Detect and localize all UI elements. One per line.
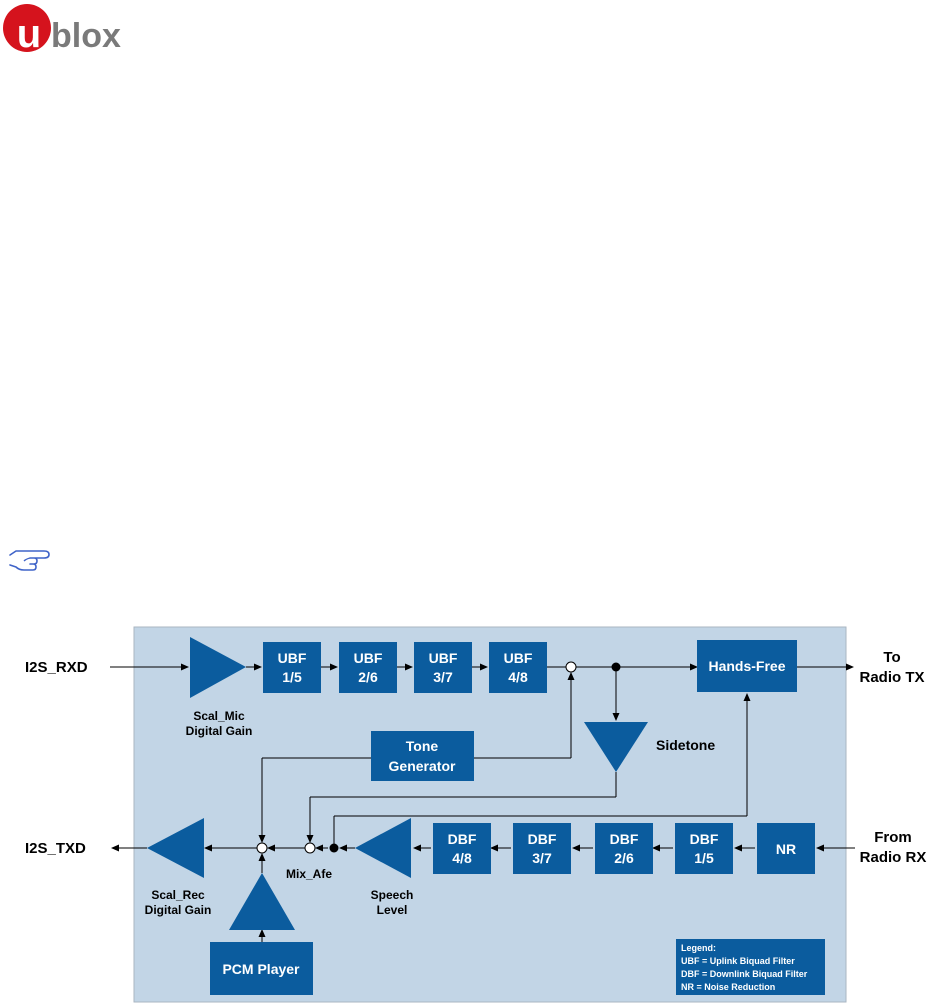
svg-text:DBF = Downlink Biquad Filter: DBF = Downlink Biquad Filter <box>681 969 808 979</box>
svg-text:PCM Player: PCM Player <box>222 961 300 977</box>
svg-text:DBF: DBF <box>448 831 477 847</box>
svg-text:3/7: 3/7 <box>532 850 552 866</box>
uplink-sum-node <box>565 661 577 673</box>
mix-afe-label: Mix_Afe <box>286 867 332 881</box>
pcm-player-block: PCM Player <box>210 942 313 995</box>
mix-afe-node <box>256 842 268 854</box>
svg-text:1/5: 1/5 <box>694 850 714 866</box>
dbf-3-block: DBF 3/7 <box>513 823 571 874</box>
ubf-2-block: UBF 2/6 <box>339 642 397 693</box>
audio-block-diagram: UBF 1/5 UBF 2/6 UBF 3/7 UBF 4/8 Hands-Fr… <box>25 626 927 1003</box>
i2s-rxd-label: I2S_RXD <box>25 659 88 676</box>
downlink-tap-node <box>329 843 339 853</box>
svg-text:Legend:: Legend: <box>681 943 716 953</box>
scal-mic-amplifier <box>190 637 246 698</box>
scal-rec-amplifier <box>147 818 204 878</box>
scal-rec-label-1: Scal_Rec <box>151 888 205 902</box>
sidetone-tap-node <box>611 662 621 672</box>
svg-text:UBF: UBF <box>278 650 307 666</box>
svg-text:Hands-Free: Hands-Free <box>708 658 785 674</box>
ublox-logo: u blox <box>3 4 121 56</box>
logo-circle <box>3 4 51 52</box>
svg-text:NR: NR <box>776 841 796 857</box>
speech-level-amplifier <box>355 818 411 878</box>
i2s-txd-label: I2S_TXD <box>25 840 86 857</box>
logo-initial: u <box>17 12 41 56</box>
legend-box: Legend: UBF = Uplink Biquad Filter DBF =… <box>676 939 825 995</box>
scal-mic-label-1: Scal_Mic <box>193 709 245 723</box>
pointing-hand-icon <box>9 550 50 571</box>
ubf-1-block: UBF 1/5 <box>263 642 321 693</box>
svg-text:DBF: DBF <box>528 831 557 847</box>
svg-text:UBF = Uplink Biquad Filter: UBF = Uplink Biquad Filter <box>681 956 795 966</box>
nr-block: NR <box>757 823 815 874</box>
svg-text:NR = Noise Reduction: NR = Noise Reduction <box>681 982 775 992</box>
ubf-3-block: UBF 3/7 <box>414 642 472 693</box>
dbf-1-block: DBF 1/5 <box>675 823 733 874</box>
sidetone-label: Sidetone <box>656 737 715 753</box>
dbf-4-block: DBF 4/8 <box>433 823 491 874</box>
svg-text:Tone: Tone <box>406 738 439 754</box>
svg-text:UBF: UBF <box>429 650 458 666</box>
svg-text:DBF: DBF <box>690 831 719 847</box>
svg-text:UBF: UBF <box>354 650 383 666</box>
ubf-4-block: UBF 4/8 <box>489 642 547 693</box>
svg-text:UBF: UBF <box>504 650 533 666</box>
signal-lines <box>110 663 855 942</box>
speech-level-label-1: Speech <box>371 888 414 902</box>
svg-text:2/6: 2/6 <box>614 850 634 866</box>
svg-text:4/8: 4/8 <box>508 669 528 685</box>
from-radio-rx-label-1: From <box>874 829 912 846</box>
svg-text:3/7: 3/7 <box>433 669 453 685</box>
to-radio-tx-label-1: To <box>883 649 900 666</box>
from-radio-rx-label-2: Radio RX <box>860 849 927 866</box>
tone-generator-block: Tone Generator <box>371 731 474 781</box>
svg-text:4/8: 4/8 <box>452 850 472 866</box>
svg-text:2/6: 2/6 <box>358 669 378 685</box>
hands-free-block: Hands-Free <box>697 640 797 692</box>
svg-text:DBF: DBF <box>610 831 639 847</box>
scal-rec-label-2: Digital Gain <box>145 903 212 917</box>
scal-mic-label-2: Digital Gain <box>186 724 253 738</box>
speech-level-label-2: Level <box>377 903 408 917</box>
logo-text: blox <box>51 17 121 55</box>
svg-text:Generator: Generator <box>389 758 456 774</box>
svg-text:1/5: 1/5 <box>282 669 302 685</box>
pcm-amplifier <box>229 873 295 930</box>
to-radio-tx-label-2: Radio TX <box>859 669 924 686</box>
sidetone-amplifier <box>584 722 648 772</box>
sidetone-sum-node <box>304 842 316 854</box>
dbf-2-block: DBF 2/6 <box>595 823 653 874</box>
